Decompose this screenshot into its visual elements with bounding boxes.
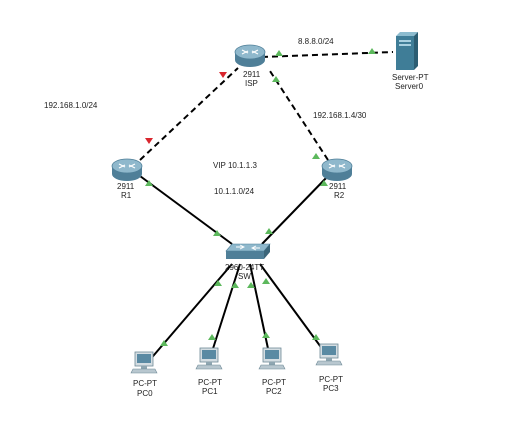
link-isp-server[interactable] [261, 51, 394, 58]
network-label-lan: 10.1.1.0/24 [214, 187, 255, 196]
r1-name-label: R1 [121, 191, 132, 200]
link-status-indicators [145, 48, 376, 346]
status-down-icon [219, 72, 227, 78]
status-up-icon [262, 332, 270, 338]
status-up-icon [214, 280, 222, 286]
router-r2-icon[interactable] [321, 158, 353, 181]
pc2-icon[interactable] [258, 347, 286, 370]
link-switch-pc1[interactable] [209, 263, 241, 359]
status-up-icon [272, 76, 280, 82]
router-isp-icon[interactable] [234, 44, 266, 67]
status-up-icon [160, 340, 168, 346]
link-r2-switch[interactable] [261, 175, 329, 245]
link-switch-pc0[interactable] [147, 263, 233, 363]
link-switch-pc3[interactable] [259, 263, 327, 355]
pc1-name-label: PC1 [202, 387, 218, 396]
r2-model-label: 2911 [329, 182, 347, 191]
status-up-icon [265, 228, 273, 234]
status-down-icon [145, 138, 153, 144]
link-r2-isp[interactable] [267, 67, 329, 161]
switch-icon[interactable] [225, 243, 271, 259]
status-up-icon [213, 230, 221, 236]
pc2-name-label: PC2 [266, 387, 282, 396]
status-up-icon [208, 334, 216, 340]
r2-name-label: R2 [334, 191, 345, 200]
network-label-r2-isp: 192.168.1.4/30 [313, 111, 367, 120]
pc1-model-label: PC-PT [198, 378, 222, 387]
network-label-isp-server: 8.8.8.0/24 [298, 37, 334, 46]
links [139, 51, 394, 363]
pc0-icon[interactable] [130, 351, 158, 374]
pc3-model-label: PC-PT [319, 375, 343, 384]
network-label-r1-isp: 192.168.1.0/24 [44, 101, 98, 110]
pc3-icon[interactable] [315, 343, 343, 366]
link-r1-isp[interactable] [139, 67, 239, 161]
status-up-icon [312, 334, 320, 340]
status-up-icon [275, 50, 283, 56]
status-up-icon [231, 282, 239, 288]
isp-name-label: ISP [245, 79, 258, 88]
server-name-label: Server0 [395, 82, 424, 91]
server-model-label: Server-PT [392, 73, 429, 82]
switch-model-label: 2960-24TT [225, 263, 265, 272]
switch-name-label: SW [238, 272, 251, 281]
link-switch-pc2[interactable] [249, 263, 271, 359]
router-r1-icon[interactable] [111, 158, 143, 181]
status-up-icon [247, 282, 255, 288]
status-up-icon [312, 153, 320, 159]
pc1-icon[interactable] [195, 347, 223, 370]
r1-model-label: 2911 [117, 182, 135, 191]
vip-label: VIP 10.1.1.3 [213, 161, 257, 170]
status-up-icon [145, 180, 153, 186]
status-up-icon [320, 180, 328, 186]
server-icon[interactable] [396, 32, 418, 70]
pc3-name-label: PC3 [323, 384, 339, 393]
pc2-model-label: PC-PT [262, 378, 286, 387]
isp-model-label: 2911 [243, 70, 261, 79]
status-up-icon [368, 48, 376, 54]
pc0-name-label: PC0 [137, 389, 153, 398]
pc0-model-label: PC-PT [133, 379, 157, 388]
status-up-icon [262, 278, 270, 284]
